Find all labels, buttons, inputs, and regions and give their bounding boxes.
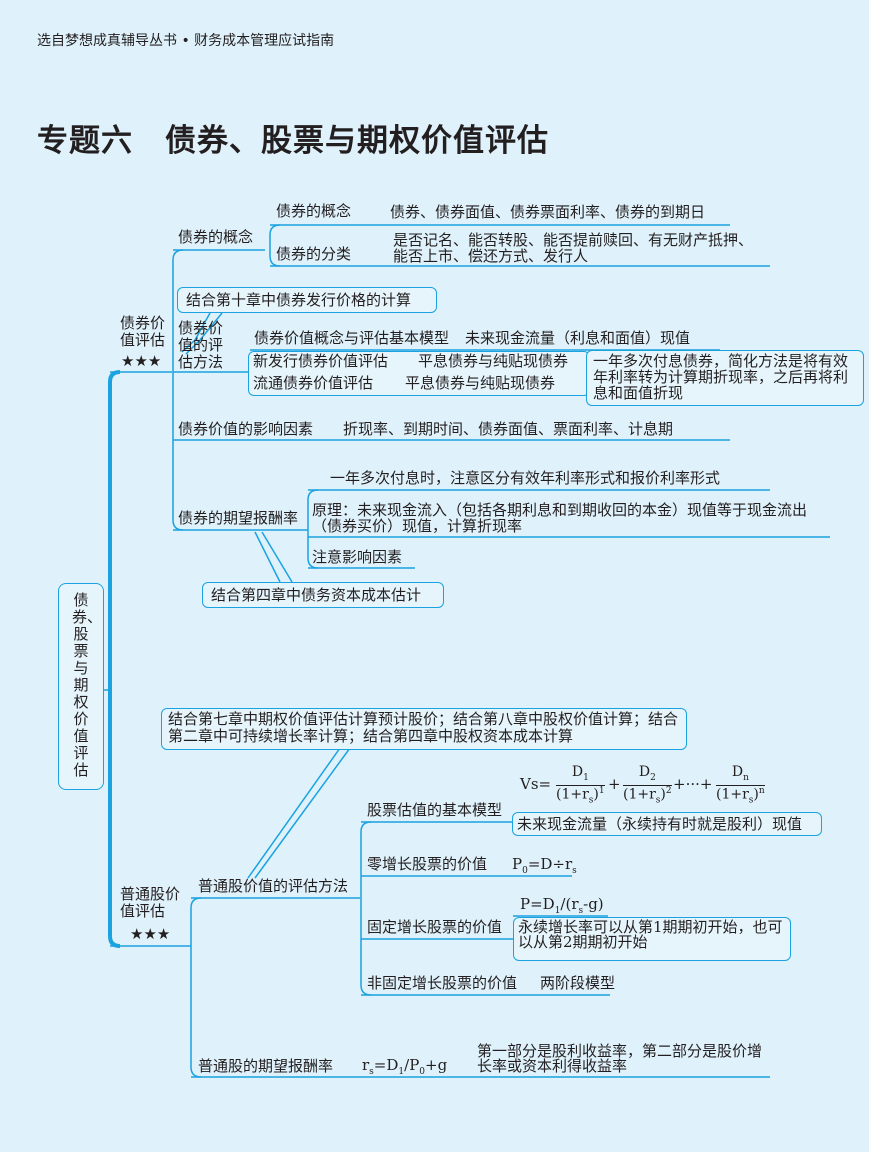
new-issue-label: 新发行债券价值评估 — [253, 352, 389, 370]
zero-growth-formula: P0=D÷rs — [512, 855, 577, 877]
bond-return-node: 债券的期望报酬率 — [178, 509, 299, 527]
bond-definition-label: 债券的概念 — [276, 202, 352, 220]
bond-classification-text: 是否记名、能否转股、能否提前赎回、有无财产抵押、能否上市、偿还方式、发行人 — [393, 231, 754, 265]
circulating-label: 流通债券价值评估 — [253, 374, 374, 392]
stock-stars: ★★★ — [130, 925, 171, 943]
constant-growth-note: 永续增长率可以从第1期期初开始，也可以从第2期期初开始 — [513, 917, 791, 961]
bond-return-item2: 原理：未来现金流入（包括各期利息和到期收回的本金）现值等于现金流出（债券买价）现… — [312, 501, 808, 535]
bond-branch-label: 债券价值评估 — [120, 314, 166, 349]
basic-model-label: 债券价值概念与评估基本模型 — [254, 329, 450, 347]
stock-basic-model-note: 未来现金流量（永续持有时就是股利）现值 — [512, 812, 822, 836]
bond-stars: ★★★ — [121, 352, 162, 370]
bond-valuation-method-node: 债券价值的评估方法 — [178, 319, 224, 371]
page-title: 专题六 债券、股票与期权价值评估 — [37, 123, 549, 159]
bond-return-item1: 一年多次付息时，注意区分有效年利率形式和报价利率形式 — [330, 469, 721, 487]
stock-basic-model-label: 股票估值的基本模型 — [367, 801, 503, 819]
multi-payment-note: 一年多次付息债券，简化方法是将有效年利率转为计算期折现率，之后再将利息和面值折现 — [586, 350, 864, 406]
stock-callout: 结合第七章中期权价值评估计算预计股价；结合第八章中股权价值计算；结合第二章中可持… — [161, 708, 687, 750]
root-node: 债券、股票与期权价值评估 — [58, 583, 104, 790]
stock-return-note: 第一部分是股利收益率，第二部分是股价增长率或资本利得收益率 — [477, 1042, 763, 1075]
bond-classification-label: 债券的分类 — [276, 245, 352, 263]
bond-definition-text: 债券、债券面值、债券票面利率、债券的到期日 — [390, 203, 706, 221]
bond-factors-text: 折现率、到期时间、债券面值、票面利率、计息期 — [343, 420, 674, 438]
bond-factors-node: 债券价值的影响因素 — [178, 420, 314, 438]
circulating-text: 平息债券与纯贴现债券 — [405, 374, 556, 392]
nonconstant-growth-text: 两阶段模型 — [540, 974, 616, 992]
constant-growth-label: 固定增长股票的价值 — [367, 918, 503, 936]
stock-return-formula: rs=D1/P0+g — [362, 1056, 448, 1078]
bond-valuation-group — [248, 351, 590, 396]
callout-chapter4: 结合第四章中债务资本成本估计 — [202, 582, 444, 608]
zero-growth-label: 零增长股票的价值 — [367, 855, 488, 873]
stock-return-node: 普通股的期望报酬率 — [198, 1057, 334, 1075]
callout-chapter10: 结合第十章中债券发行价格的计算 — [177, 287, 437, 313]
constant-growth-formula: P=D1/(rs-g) — [520, 895, 604, 917]
stock-branch-label: 普通股价值评估 — [120, 885, 181, 920]
bond-concept-node: 债券的概念 — [178, 228, 254, 246]
stock-method-node: 普通股价值的评估方法 — [198, 877, 349, 895]
page-header: 选自梦想成真辅导丛书 • 财务成本管理应试指南 — [37, 33, 335, 49]
root-label: 债券、股票与期权价值评估 — [72, 591, 103, 779]
new-issue-text: 平息债券与纯贴现债券 — [418, 352, 569, 370]
basic-model-text: 未来现金流量（利息和面值）现值 — [465, 329, 691, 347]
bond-return-item3: 注意影响因素 — [312, 548, 403, 566]
nonconstant-growth-label: 非固定增长股票的价值 — [367, 974, 518, 992]
